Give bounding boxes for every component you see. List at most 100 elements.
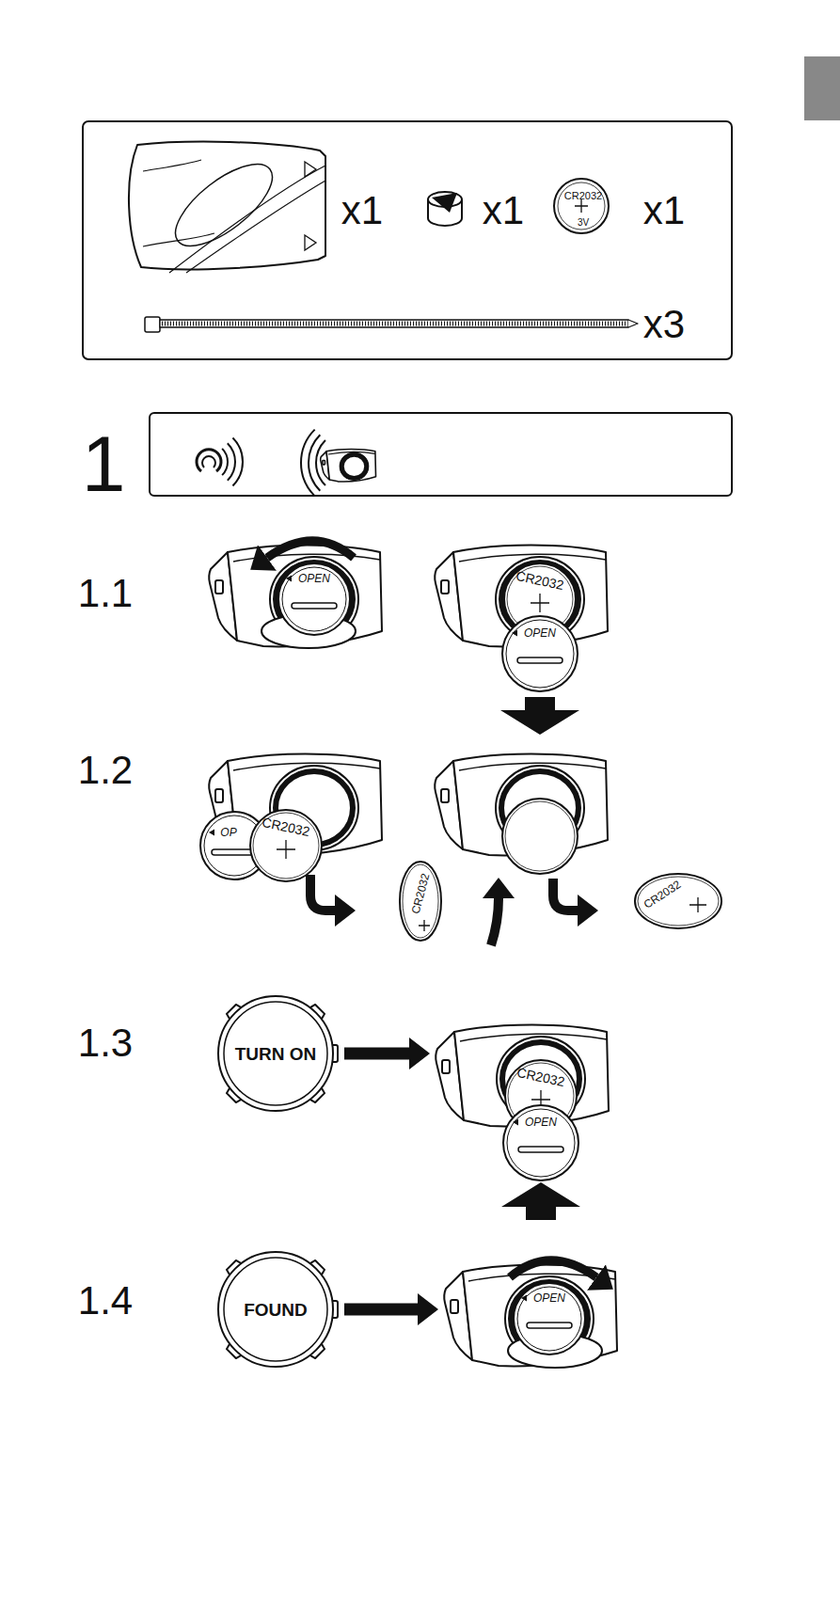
sensor-illustration — [434, 754, 608, 875]
magnet-top — [427, 191, 462, 207]
quantity-label: x1 — [341, 190, 383, 231]
sensor-flap — [320, 451, 331, 480]
quantity-label: x1 — [643, 190, 685, 231]
sensor-assembly: OPEN — [442, 1260, 621, 1379]
cap-marking: OPEN — [523, 627, 556, 639]
cap-rim — [507, 1109, 575, 1177]
battery-edge — [253, 812, 319, 879]
battery-marking: CR2032 — [564, 190, 603, 202]
cover-outline — [128, 142, 326, 270]
cap-edge — [261, 614, 356, 649]
battery-compartment — [269, 556, 359, 642]
sensor-flap — [208, 760, 238, 850]
coin-battery — [250, 809, 322, 882]
compartment-thread — [275, 562, 353, 636]
sensor-housing — [453, 754, 608, 856]
watch-bezel — [218, 996, 333, 1111]
housing-rim — [459, 762, 606, 771]
plus-sign — [276, 840, 296, 859]
sensor-illustration — [208, 540, 382, 649]
battery-edge — [402, 864, 439, 938]
battery-cap — [200, 811, 269, 880]
watch-display: TURN ON — [216, 994, 335, 1113]
cap-rim — [506, 619, 574, 688]
sensor-housing — [227, 754, 382, 856]
cap-rim — [517, 1286, 582, 1351]
sensor-slot — [322, 459, 326, 464]
sensor-housing — [227, 545, 382, 648]
watch-display: FOUND — [216, 1250, 335, 1369]
signal-wave — [316, 440, 326, 486]
magnet-wedge — [431, 192, 458, 213]
cap-groove — [517, 657, 563, 664]
step-arrow — [344, 1047, 410, 1061]
sensor-illustration — [434, 545, 608, 736]
sensor-slot — [442, 1060, 450, 1074]
watch-face — [223, 1001, 328, 1106]
open-triangle — [285, 575, 292, 583]
battery-edge — [637, 876, 719, 926]
housing-rim — [233, 554, 381, 562]
cap-marking: OPEN — [533, 1292, 566, 1304]
step-number: 1 — [81, 424, 127, 504]
battery-compartment — [495, 556, 585, 642]
open-triangle — [521, 1295, 527, 1302]
sensor-slot — [441, 789, 449, 803]
sensor-flap — [434, 552, 463, 641]
compartment-thread — [341, 454, 366, 478]
drawing-part — [443, 1260, 618, 1368]
plus-sign — [530, 593, 550, 613]
sensor-assembly: CR2032OPEN — [433, 1020, 613, 1228]
parts-box: x1x1x1x3CR20323V — [81, 120, 733, 361]
block-arrow — [500, 697, 580, 735]
sensor-slot — [441, 580, 449, 594]
sensor-slot — [450, 1299, 459, 1314]
cover-window — [162, 149, 286, 260]
battery-compartment — [339, 452, 368, 480]
display-text: TURN ON — [235, 1045, 317, 1063]
housing-rim — [459, 554, 606, 562]
housing-rim — [328, 452, 376, 455]
old-battery — [399, 861, 442, 941]
battery-edge — [507, 566, 573, 633]
battery-cap — [513, 1283, 586, 1355]
cap-groove — [518, 1146, 564, 1153]
battery-cap — [503, 1105, 579, 1181]
cap-groove — [291, 602, 337, 609]
cap-rim — [204, 815, 265, 876]
plus-sign — [574, 199, 588, 213]
sensor-housing — [453, 545, 608, 648]
step-box: 1 — [148, 412, 733, 497]
battery-swap — [310, 861, 722, 946]
motion-arrow — [267, 540, 354, 558]
cover-detail — [142, 159, 326, 273]
new-battery — [634, 873, 722, 929]
sensor-flap — [208, 552, 238, 641]
housing-rim — [233, 762, 381, 771]
signal-wave — [308, 434, 320, 491]
compartment-thread — [501, 771, 579, 845]
motion-arrow — [310, 874, 335, 911]
battery-marking: 3V — [577, 218, 589, 228]
drawing-part — [435, 1025, 609, 1221]
open-triangle — [512, 1119, 519, 1126]
battery-edge — [557, 182, 605, 230]
motion-arrow — [553, 878, 578, 911]
tie-head — [144, 316, 160, 333]
node-outline — [442, 1260, 621, 1379]
battery-compartment — [495, 765, 585, 851]
battery-marking: CR2032 — [514, 569, 565, 592]
battery-edge — [505, 801, 575, 872]
battery-marking: CR2032 — [260, 815, 311, 839]
motion-arrow — [491, 898, 499, 946]
cap-rim — [282, 567, 347, 632]
battery-compartment — [269, 765, 359, 851]
coin-battery — [502, 798, 578, 874]
step-number: 1.1 — [78, 573, 133, 614]
page-tab — [804, 56, 840, 121]
quantity-label: x1 — [482, 190, 524, 231]
tie-teeth — [161, 321, 627, 327]
belt-icon-inner — [202, 456, 216, 468]
battery-marking: CR2032 — [410, 871, 432, 916]
